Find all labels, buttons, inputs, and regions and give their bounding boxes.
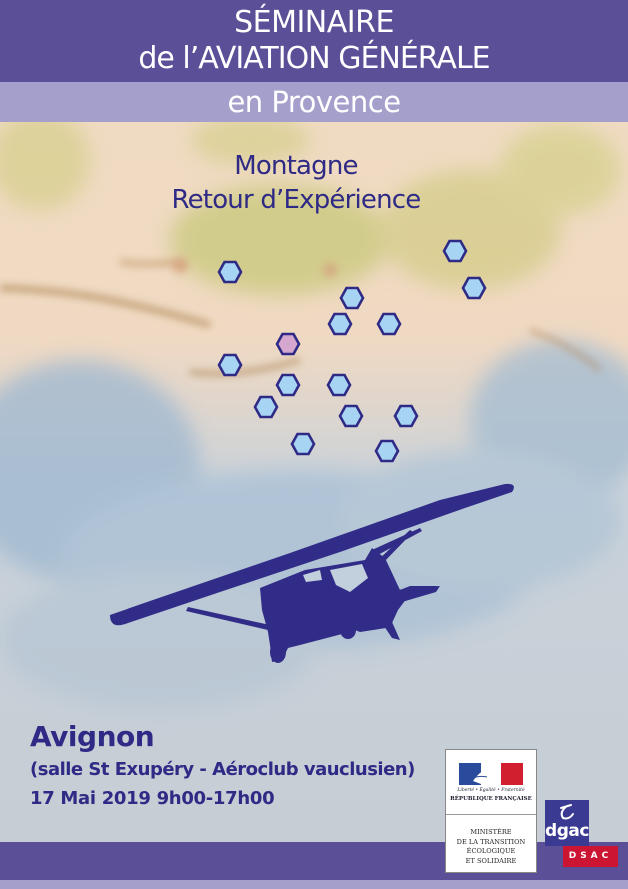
hexagon-marker-icon: [326, 373, 352, 397]
hexagon-marker-icon: [275, 373, 301, 397]
title-aviation-generale: de l’AVIATION GÉNÉRALE: [138, 41, 490, 76]
title-seminaire: SÉMINAIRE: [234, 5, 394, 40]
title-en-provence: en Provence: [227, 85, 401, 119]
ministry-line: DE LA TRANSITION: [456, 837, 526, 846]
hexagon-marker-icon: [376, 312, 402, 336]
event-date: 17 Mai 2019 9h00-17h00: [30, 788, 275, 809]
hexagon-marker-icon: [327, 312, 353, 336]
hexagon-marker-icon: [442, 239, 468, 263]
republique-francaise-logo: Liberté • Égalité • Fraternité RÉPUBLIQU…: [446, 750, 536, 815]
hexagon-marker-icon: [217, 353, 243, 377]
dgac-bird-icon: [560, 804, 574, 820]
hexagon-marker-icon: [338, 404, 364, 428]
dgac-text: dgac: [545, 821, 589, 841]
subheader-bar: [0, 82, 628, 122]
hexagon-marker-icon: [393, 404, 419, 428]
airplane-silhouette-icon: [110, 483, 514, 663]
hexagon-marker-highlighted-icon: [275, 332, 301, 356]
event-venue: (salle St Exupéry - Aéroclub vauclusien): [30, 759, 415, 780]
event-city: Avignon: [30, 720, 155, 753]
ministry-line: ET SOLIDAIRE: [465, 856, 517, 865]
hexagon-marker-icon: [461, 276, 487, 300]
hexagon-marker-icon: [217, 260, 243, 284]
hexagon-marker-icon: [339, 286, 365, 310]
hexagon-marker-icon: [253, 395, 279, 419]
dgac-logo: dgac: [545, 800, 589, 846]
ministry-line: MINISTÈRE: [470, 828, 512, 836]
header-bar: [0, 0, 628, 82]
theme-retour-experience: Retour d’Expérience: [171, 185, 422, 215]
ministry-logo: Liberté • Égalité • Fraternité RÉPUBLIQU…: [445, 749, 537, 873]
footer-bar-light: [0, 880, 628, 889]
hexagon-marker-icon: [374, 439, 400, 463]
marianne-flag-icon: [459, 763, 523, 785]
ministry-line: ÉCOLOGIQUE: [466, 847, 516, 855]
hexagon-marker-icon: [290, 432, 316, 456]
republic-motto: Liberté • Égalité • Fraternité: [457, 788, 525, 793]
dsac-logo: DSAC: [563, 846, 618, 867]
theme-montagne: Montagne: [234, 151, 358, 181]
republic-name: RÉPUBLIQUE FRANÇAISE: [450, 796, 532, 802]
ministry-name: MINISTÈRE DE LA TRANSITION ÉCOLOGIQUE ET…: [446, 828, 536, 866]
